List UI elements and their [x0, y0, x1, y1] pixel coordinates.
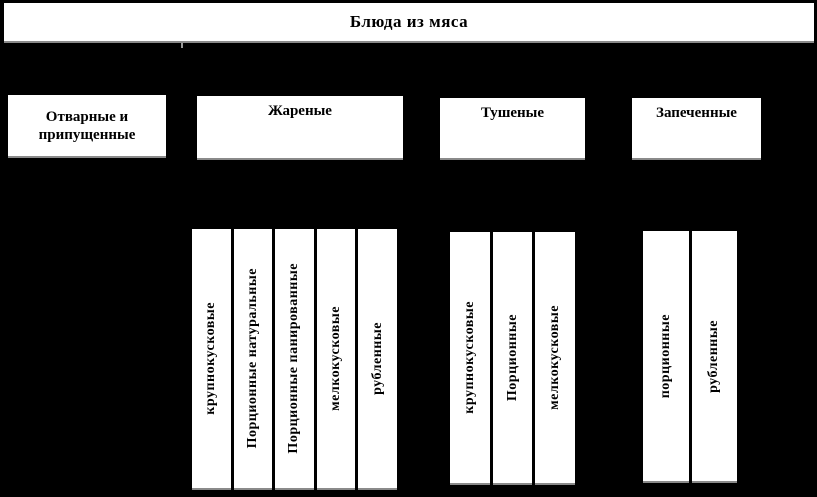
subtype-label: рубленные [369, 322, 385, 395]
subtype-label: рубленные [706, 319, 722, 393]
subtype-label: крупнокусковые [461, 301, 477, 414]
subtype-group-fried: крупнокусковые Порционные натуральные По… [192, 229, 397, 490]
category-label: Отварные и припущенные [38, 108, 136, 143]
subtype-col-portion: Порционные [492, 232, 533, 485]
subtype-col-portion-natural: Порционные натуральные [233, 229, 273, 490]
subtype-group-stewed: крупнокусковые Порционные мелкокусковые [450, 232, 576, 485]
connector-stub [181, 43, 183, 48]
category-node-fried: Жареные [197, 96, 403, 160]
subtype-col-portion: порционные [643, 231, 689, 483]
subtype-label: мелкокусковые [328, 306, 344, 411]
subtype-group-baked: порционные рубленные [643, 231, 737, 483]
subtype-label: порционные [657, 313, 673, 399]
subtype-label: Порционные [504, 313, 520, 402]
category-node-boiled-poached: Отварные и припущенные [8, 95, 166, 158]
category-label: Тушеные [480, 105, 545, 121]
subtype-label: крупнокусковые [203, 302, 219, 415]
root-node-label: Блюда из мяса [349, 12, 469, 31]
subtype-col-large-piece: крупнокусковые [450, 232, 490, 485]
subtype-col-chopped: рубленные [691, 231, 737, 483]
category-label: Запеченные [656, 105, 737, 121]
root-node-meat-dishes: Блюда из мяса [4, 3, 814, 43]
subtype-col-portion-breaded: Порционные панированные [275, 229, 314, 490]
subtype-label: Порционные панированные [286, 263, 302, 454]
category-node-stewed: Тушеные [440, 98, 585, 160]
category-node-baked: Запеченные [632, 98, 761, 160]
subtype-col-small-piece: мелкокусковые [535, 232, 576, 485]
subtype-label: Порционные натуральные [244, 268, 260, 449]
subtype-col-chopped: рубленные [358, 229, 397, 490]
category-label: Жареные [268, 103, 332, 119]
subtype-col-small-piece: мелкокусковые [316, 229, 356, 490]
subtype-col-large-piece: крупнокусковые [192, 229, 231, 490]
subtype-label: мелкокусковые [547, 305, 563, 410]
